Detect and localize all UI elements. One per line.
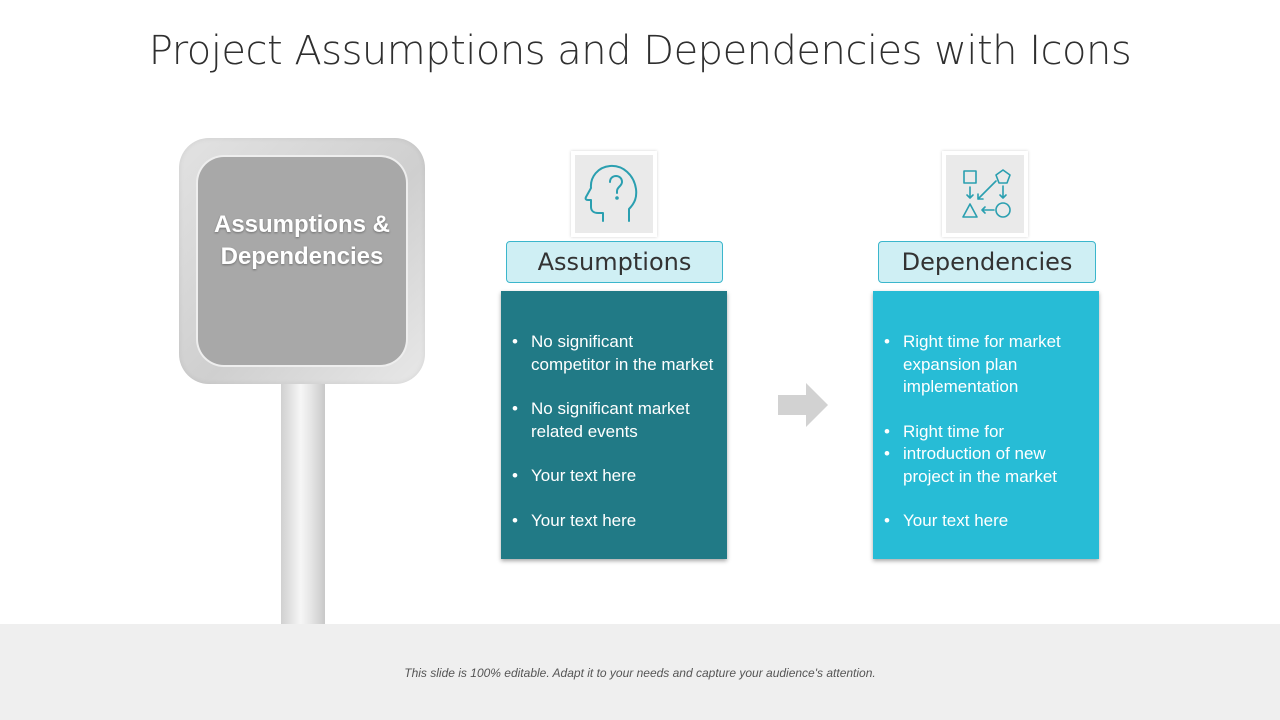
signpost-panel: Assumptions & Dependencies: [198, 157, 406, 365]
head-question-icon: [584, 164, 638, 222]
signpost-board: Assumptions & Dependencies: [179, 138, 425, 384]
slide-title: Project Assumptions and Dependencies wit…: [148, 28, 1132, 74]
signpost-label: Assumptions & Dependencies: [213, 211, 390, 270]
shapes-flow-icon: [962, 169, 1011, 218]
dependencies-list: Right time for market expansion plan imp…: [883, 331, 1089, 533]
list-item: introduction of new project in the marke…: [883, 443, 1089, 488]
list-item: Right time for market expansion plan imp…: [883, 331, 1089, 399]
list-item: No significant competitor in the market: [511, 331, 717, 376]
list-item: Your text here: [511, 465, 717, 488]
right-arrow-icon: [778, 383, 828, 427]
list-item: Your text here: [511, 510, 717, 533]
list-item: Right time for: [883, 421, 1089, 444]
dependencies-icon-box: [942, 151, 1028, 237]
assumptions-icon-box: [571, 151, 657, 237]
assumptions-card: No significant competitor in the market …: [501, 291, 727, 559]
dependencies-card: Right time for market expansion plan imp…: [873, 291, 1099, 559]
list-item: Your text here: [883, 510, 1089, 533]
list-item: No significant market related events: [511, 398, 717, 443]
signpost-pole: [281, 384, 325, 624]
footer-text: This slide is 100% editable. Adapt it to…: [404, 666, 876, 680]
assumptions-header: Assumptions: [506, 241, 723, 283]
dependencies-header: Dependencies: [878, 241, 1096, 283]
footer-bar: This slide is 100% editable. Adapt it to…: [0, 624, 1280, 720]
assumptions-list: No significant competitor in the market …: [511, 331, 717, 532]
